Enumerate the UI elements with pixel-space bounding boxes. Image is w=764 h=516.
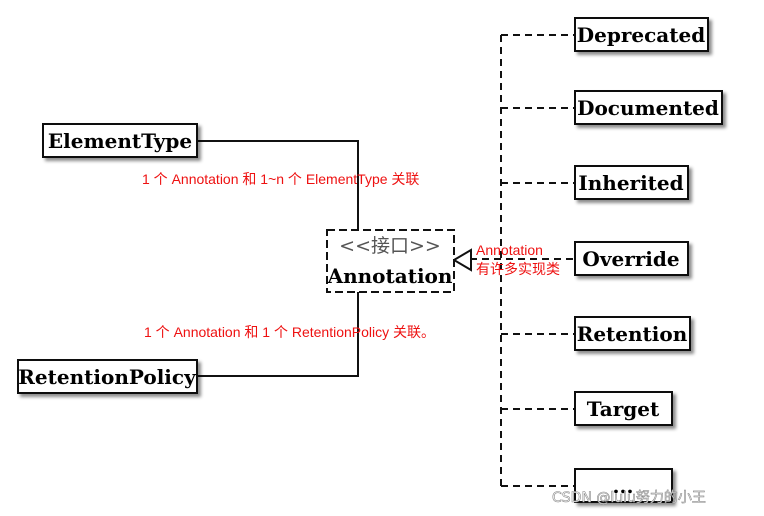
- element-type-connector: [197, 140, 359, 230]
- documented-label: Documented: [577, 96, 719, 120]
- retention-node: Retention: [574, 316, 691, 351]
- annotation-interface: <<接口>> Annotation: [326, 229, 455, 293]
- annotation-stereotype: <<接口>>: [339, 235, 441, 257]
- right-connectors: [470, 34, 574, 487]
- retention-policy-relation-note: 1 个 Annotation 和 1 个 RetentionPolicy 关联。: [144, 324, 435, 340]
- target-label: Target: [587, 397, 660, 421]
- element-type-label: ElementType: [48, 129, 192, 153]
- deprecated-box: [574, 17, 709, 52]
- element-type-node: ElementType: [42, 123, 198, 158]
- retention-policy-connector: [197, 292, 359, 377]
- override-label: Override: [582, 247, 679, 271]
- annotation-name: Annotation: [327, 264, 453, 288]
- retention-policy-label: RetentionPolicy: [18, 365, 197, 389]
- inherited-box: [574, 165, 689, 200]
- override-node: Override: [574, 241, 689, 276]
- retention-policy-node: RetentionPolicy: [17, 359, 198, 394]
- element-type-relation-note: 1 个 Annotation 和 1~n 个 ElementType 关联: [142, 171, 419, 187]
- realization-arrowhead: [452, 248, 472, 272]
- deprecated-node: Deprecated: [574, 17, 709, 52]
- documented-box: [574, 90, 723, 125]
- annotation-interface-box: [326, 229, 455, 293]
- left-connectors: [197, 140, 359, 377]
- override-box: [574, 241, 689, 276]
- ellipsis-node: ...: [574, 468, 673, 503]
- retention-box: [574, 316, 691, 351]
- csdn-watermark: CSDN @lulu努力的小王: [552, 490, 706, 506]
- retention-label: Retention: [577, 322, 688, 346]
- ellipsis-box: [574, 468, 673, 503]
- implementations-note-line2: 有许多实现类: [476, 261, 560, 277]
- inherited-node: Inherited: [574, 165, 689, 200]
- deprecated-label: Deprecated: [577, 23, 705, 47]
- element-type-box: [42, 123, 198, 158]
- retention-policy-box: [17, 359, 198, 394]
- target-box: [574, 391, 673, 426]
- ellipsis-label: ...: [613, 474, 634, 498]
- implementations-note-line1: Annotation: [476, 242, 543, 258]
- inherited-label: Inherited: [578, 171, 683, 195]
- documented-node: Documented: [574, 90, 723, 125]
- target-node: Target: [574, 391, 673, 426]
